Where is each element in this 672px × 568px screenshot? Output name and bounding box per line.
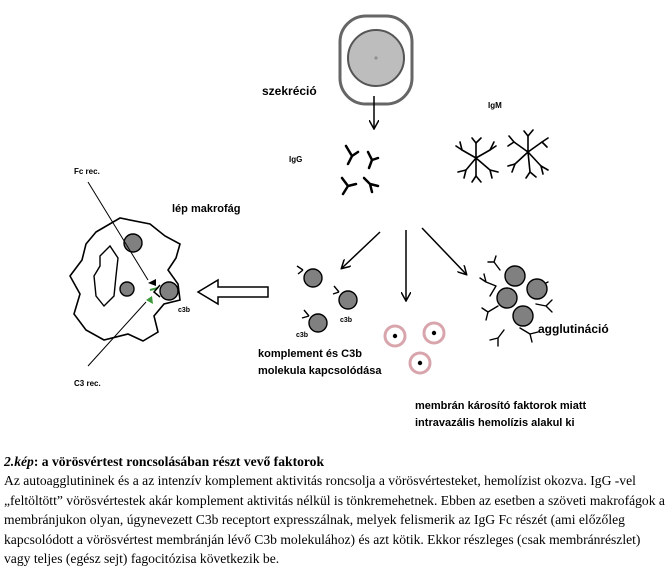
label-c3b-macrophage: c3b — [178, 307, 190, 314]
label-fc-receptor: Fc rec. — [74, 167, 100, 176]
pointer-fc-receptor — [87, 181, 149, 281]
label-c3b-right: c3b — [340, 317, 352, 324]
caption-title: 2.kép: a vörösvértest roncsolásában rész… — [4, 452, 668, 471]
caption-figure-number: 2.kép — [4, 454, 34, 469]
label-complement-line1: komplement és C3b — [258, 348, 362, 360]
pointer-c3-receptor — [87, 301, 147, 367]
caption-title-text: : a vörösvértest roncsolásában részt vev… — [33, 454, 325, 469]
label-agglutination: agglutináció — [538, 322, 609, 336]
rbc-macrophage-top — [123, 233, 143, 253]
rbc-complement-1 — [303, 268, 323, 288]
figure-caption: 2.kép: a vörösvértest roncsolásában rész… — [4, 452, 668, 568]
label-complement-line2: molekula kapcsolódása — [258, 365, 382, 377]
label-spleen-macrophage: lép makrofág — [172, 203, 240, 215]
label-igm: IgM — [488, 101, 502, 110]
rbc-agglut-3 — [526, 278, 548, 300]
label-hemolysis-line2: intravazális hemolízis alakul ki — [415, 417, 575, 429]
rbc-agglut-4 — [512, 305, 534, 327]
rbc-macrophage-center — [119, 281, 135, 297]
caption-body: Az autoagglutininek és a az intenzív kom… — [4, 473, 665, 567]
rbc-agglut-1 — [504, 265, 526, 287]
igg-antibodies — [340, 144, 380, 196]
arrows-distribution — [342, 227, 466, 300]
lysed-rbcs — [383, 321, 446, 375]
arrow-phagocytosis — [196, 278, 269, 306]
plasma-cell — [338, 14, 414, 106]
label-c3b-left: c3b — [296, 332, 308, 339]
complement-rbcs — [296, 265, 358, 333]
label-c3-receptor: C3 rec. — [74, 379, 101, 388]
rbc-macrophage-bound — [159, 281, 179, 301]
label-secretion: szekréció — [262, 84, 317, 98]
label-igg: IgG — [289, 155, 302, 164]
agglutinated-rbcs — [479, 255, 553, 347]
rbc-agglut-2 — [496, 287, 518, 309]
label-hemolysis-line1: membrán károsító faktorok miatt — [415, 400, 586, 412]
igm-antibodies — [455, 129, 549, 183]
rbc-complement-2 — [338, 290, 358, 310]
diagram: szekréció IgM IgG Fc rec. lép makrofág C — [69, 14, 609, 429]
spleen-macrophage — [69, 217, 181, 342]
rbc-complement-3 — [308, 313, 328, 333]
